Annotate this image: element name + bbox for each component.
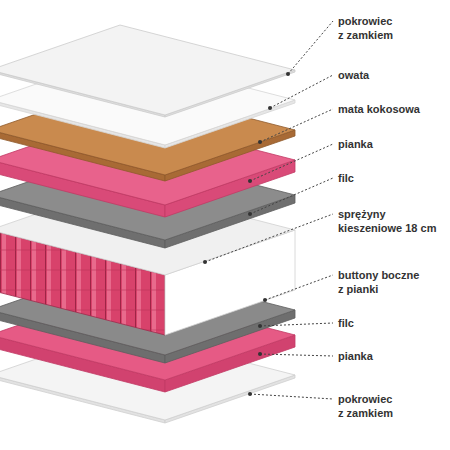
leader-line [250, 394, 333, 399]
leader-line [270, 75, 333, 108]
layer-label: owata [338, 68, 443, 82]
layer-label: buttony boczne z pianki [338, 268, 426, 296]
layer-label: filc [338, 171, 443, 185]
layer-label: filc [338, 316, 443, 330]
leader-line [250, 178, 333, 214]
layer-label: pokrowiec z zamkiem [338, 14, 398, 42]
layer-label: pokrowiec z zamkiem [338, 392, 398, 420]
leader-dot [263, 298, 267, 302]
layer-label: mata kokosowa [338, 102, 443, 116]
leader-dot [248, 179, 252, 183]
layer-label: pianka [338, 137, 443, 151]
leader-dot [248, 392, 252, 396]
leader-line [260, 109, 333, 142]
leader-dot [286, 72, 290, 76]
leader-line [260, 323, 333, 326]
leader-line [265, 275, 333, 300]
leader-dot [248, 212, 252, 216]
leader-line [250, 144, 333, 181]
cover-layer [0, 25, 295, 115]
leader-line [205, 214, 333, 262]
leader-dot [258, 324, 262, 328]
layer-label: pianka [338, 349, 443, 363]
leader-line [288, 21, 333, 74]
leader-dot [203, 260, 207, 264]
layer-label: sprężyny kieszeniowe 18 cm [338, 207, 443, 235]
leader-dot [258, 352, 262, 356]
leader-dot [268, 106, 272, 110]
leader-line [260, 354, 333, 356]
leader-dot [258, 140, 262, 144]
